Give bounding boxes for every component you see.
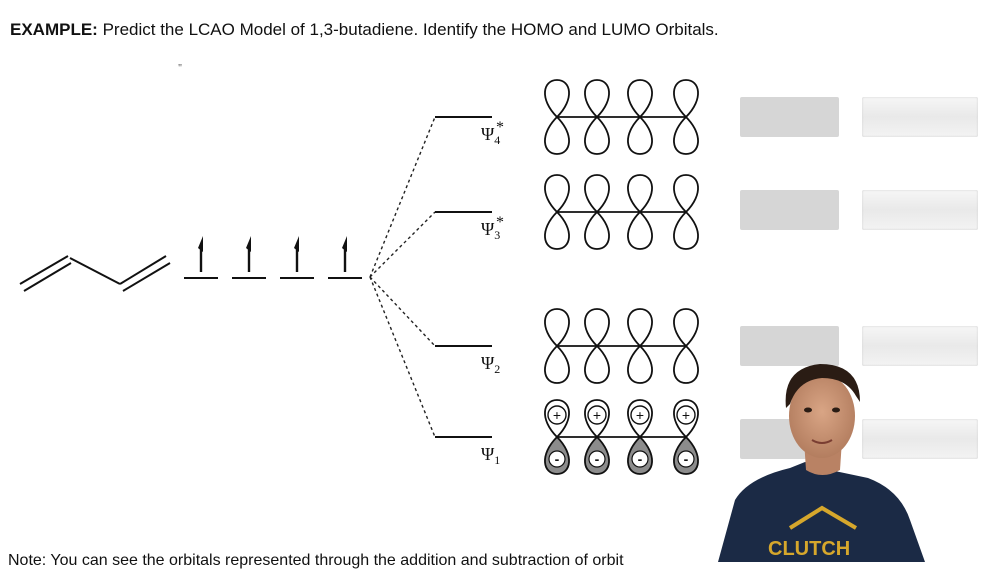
answer-box-psi3-right[interactable] (862, 190, 978, 230)
p-orbital-bottom-lobe (584, 115, 610, 155)
answer-box-psi2-right[interactable] (862, 326, 978, 366)
answer-box-psi4-left[interactable] (740, 97, 839, 137)
phase-minus-sign: - (555, 451, 560, 467)
p-orbital-top-lobe (544, 79, 570, 119)
mo-level: Ψ1 (435, 436, 500, 467)
mo-level: Ψ2 (435, 345, 500, 376)
mo-symbol: Ψ (481, 444, 495, 464)
answer-box-psi1-right[interactable] (862, 419, 978, 459)
p-orbital-bottom-lobe (584, 210, 610, 250)
phase-plus-sign: + (636, 407, 644, 423)
mo-orbital-drawing: + - + - + - + - (544, 399, 699, 475)
p-orbital-bottom-lobe (673, 115, 699, 155)
mo-orbital-drawing (544, 308, 699, 384)
p-orbital-bottom-lobe (627, 115, 653, 155)
stray-mark: " (178, 63, 182, 74)
mo-level: Ψ4* (435, 116, 504, 147)
atomic-energy-levels (184, 236, 362, 279)
p-orbital-bottom-lobe (627, 344, 653, 384)
p-orbital-top-lobe (627, 79, 653, 119)
answer-box-psi4-right[interactable] (862, 97, 978, 137)
p-orbital-bottom-lobe (673, 210, 699, 250)
answer-box-psi3-left[interactable] (740, 190, 839, 230)
correlation-lines (369, 116, 436, 438)
p-orbital-top-lobe (627, 308, 653, 348)
title-text: Predict the LCAO Model of 1,3-butadiene.… (102, 20, 719, 39)
mo-label: Ψ2 (481, 353, 500, 376)
p-orbital-top-lobe (544, 174, 570, 214)
electron-level (280, 236, 314, 279)
mo-level: Ψ3* (435, 211, 504, 242)
p-orbital-top-lobe (673, 174, 699, 214)
title-label: EXAMPLE: (10, 20, 98, 39)
mo-subscript: 3 (494, 228, 500, 242)
presenter-figure: CLUTCH (718, 364, 925, 562)
p-orbital-top-lobe (584, 79, 610, 119)
p-orbital-top-lobe (673, 79, 699, 119)
phase-minus-sign: - (595, 451, 600, 467)
molecular-orbital-drawings: + - + - + - + - (544, 79, 699, 475)
answer-box-psi2-left[interactable] (740, 326, 839, 366)
mo-symbol: Ψ (481, 353, 495, 373)
p-orbital-bottom-lobe (544, 210, 570, 250)
mo-label: Ψ1 (481, 444, 500, 467)
p-orbital-top-lobe (584, 308, 610, 348)
mo-label: Ψ3 (481, 219, 500, 242)
page-title: EXAMPLE: Predict the LCAO Model of 1,3-b… (10, 20, 719, 40)
phase-plus-sign: + (682, 407, 690, 423)
mo-star: * (496, 214, 504, 231)
p-orbital-bottom-lobe (627, 210, 653, 250)
p-orbital-top-lobe (627, 174, 653, 214)
mo-star: * (496, 119, 504, 136)
mo-label: Ψ4 (481, 124, 500, 147)
mo-subscript: 1 (494, 453, 500, 467)
p-orbital-bottom-lobe (544, 115, 570, 155)
mo-subscript: 4 (494, 133, 500, 147)
phase-minus-sign: - (684, 451, 689, 467)
mo-symbol: Ψ (481, 219, 495, 239)
mo-subscript: 2 (494, 362, 500, 376)
mo-symbol: Ψ (481, 124, 495, 144)
p-orbital-bottom-lobe (584, 344, 610, 384)
p-orbital-top-lobe (544, 308, 570, 348)
p-orbital-bottom-lobe (673, 344, 699, 384)
phase-plus-sign: + (553, 407, 561, 423)
butadiene-structure (19, 255, 171, 292)
p-orbital-top-lobe (673, 308, 699, 348)
electron-level (232, 236, 266, 279)
p-orbital-top-lobe (584, 174, 610, 214)
electron-level (184, 236, 218, 279)
phase-plus-sign: + (593, 407, 601, 423)
p-orbital-bottom-lobe (544, 344, 570, 384)
mo-orbital-drawing (544, 174, 699, 250)
clutch-logo-icon (788, 505, 858, 530)
mo-orbital-drawing (544, 79, 699, 155)
shirt-text: CLUTCH (768, 538, 850, 560)
phase-minus-sign: - (638, 451, 643, 467)
electron-level (328, 236, 362, 279)
